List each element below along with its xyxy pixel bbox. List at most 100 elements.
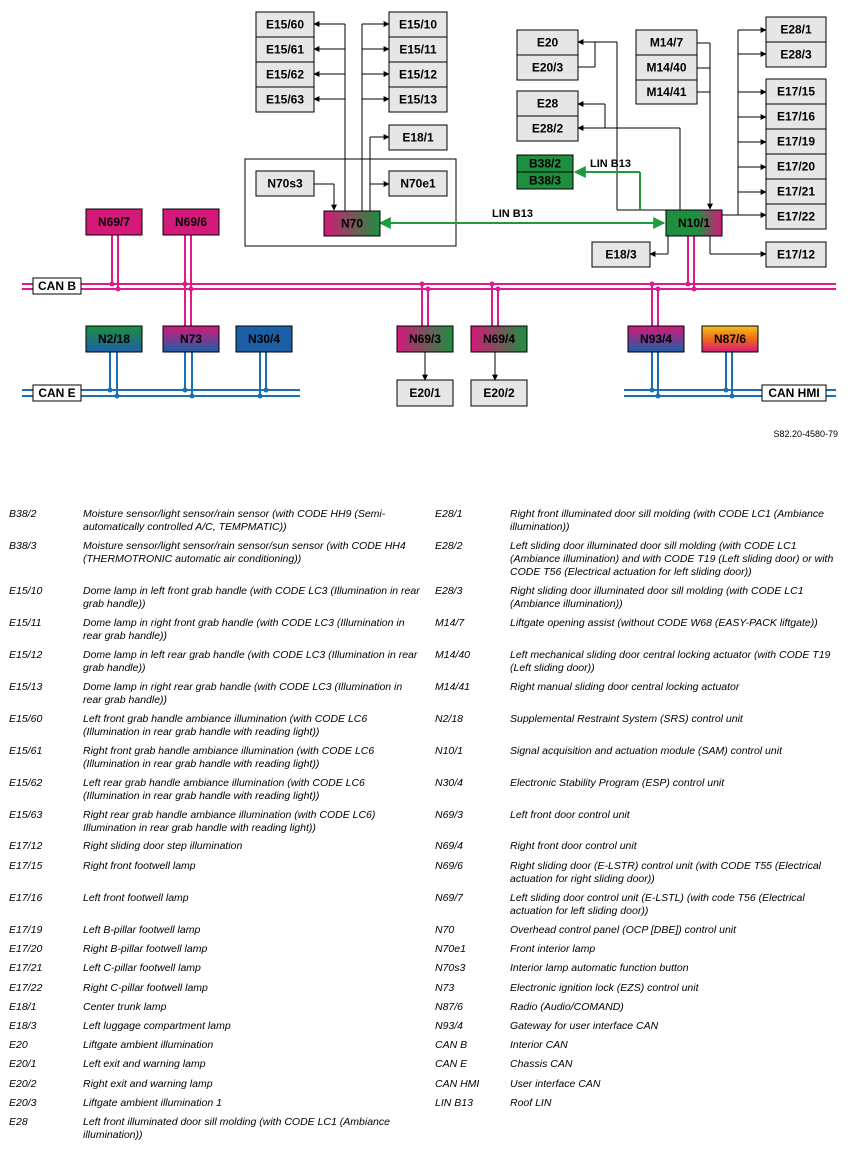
component-n69-4: N69/4	[470, 325, 528, 353]
component-box	[765, 128, 827, 155]
component-label: E20/2	[483, 386, 515, 400]
legend-description: Center trunk lamp	[83, 1001, 167, 1013]
component-label: N69/4	[483, 332, 515, 346]
component-label: N69/3	[409, 332, 441, 346]
component-label: B38/2	[529, 157, 561, 171]
legend-code: E28/2	[435, 540, 463, 552]
legend-description: Right manual sliding door central lockin…	[510, 681, 740, 693]
legend-description: Liftgate ambient illumination	[83, 1039, 214, 1051]
legend-code: E28/1	[435, 508, 463, 520]
can-b-dots	[109, 281, 697, 292]
component-label: B38/3	[529, 174, 561, 188]
component-box	[765, 16, 827, 43]
component-e17-19: E17/19	[765, 128, 827, 155]
legend-description: Left sliding door control unit (E-LSTL) …	[510, 892, 805, 917]
component-label: N30/4	[248, 332, 280, 346]
component-box	[162, 208, 220, 236]
component-label: N73	[180, 332, 202, 346]
legend-description: Left sliding door illuminated door sill …	[510, 540, 834, 578]
wiring-lines	[313, 21, 767, 381]
component-box	[765, 241, 827, 268]
component-label: E17/16	[777, 110, 815, 124]
component-box	[765, 78, 827, 105]
legend-code: N87/6	[435, 1001, 464, 1013]
legend-code: E17/19	[9, 924, 43, 936]
legend-description: Electronic Stability Program (ESP) contr…	[510, 777, 725, 789]
component-label: M14/40	[646, 61, 686, 75]
legend-code: E28/3	[435, 585, 463, 597]
component-box	[235, 325, 293, 353]
legend-description: Overhead control panel (OCP [DBE]) contr…	[510, 924, 737, 936]
legend-code: E15/13	[9, 681, 43, 693]
legend-description: User interface CAN	[510, 1078, 601, 1090]
component-label: N93/4	[640, 332, 672, 346]
legend-description: Electronic ignition lock (EZS) control u…	[510, 982, 699, 994]
legend-code: E15/11	[9, 617, 42, 629]
legend-description: Roof LIN	[510, 1097, 552, 1109]
component-label: E17/15	[777, 85, 815, 99]
legend-description: Supplemental Restraint System (SRS) cont…	[510, 713, 743, 725]
legend-code: N2/18	[435, 713, 464, 725]
legend-code: E20/3	[9, 1097, 37, 1109]
component-label: E15/10	[399, 18, 437, 32]
component-box	[388, 36, 448, 63]
legend-description: Dome lamp in right front grab handle (wi…	[83, 617, 405, 642]
component-e17-21: E17/21	[765, 178, 827, 205]
component-e28: E28	[516, 90, 579, 117]
component-e20-3: E20/3	[516, 54, 579, 81]
component-box	[470, 379, 528, 407]
component-box	[255, 11, 315, 38]
component-label: E17/21	[777, 185, 815, 199]
legend-description: Right sliding door (E-LSTR) control unit…	[510, 860, 822, 885]
component-box	[255, 36, 315, 63]
component-e15-62: E15/62	[255, 61, 315, 88]
component-label: M14/41	[646, 85, 686, 99]
legend-code: N69/6	[435, 860, 464, 872]
legend-description: Right rear grab handle ambiance illumina…	[83, 809, 376, 834]
component-e15-12: E15/12	[388, 61, 448, 88]
legend-code: B38/3	[9, 540, 37, 552]
component-box	[516, 29, 579, 56]
component-box	[516, 54, 579, 81]
component-label: N2/18	[98, 332, 130, 346]
legend-code: N30/4	[435, 777, 464, 789]
component-n69-6: N69/6	[162, 208, 220, 236]
component-e17-16: E17/16	[765, 103, 827, 130]
lin-label-main: LIN B13	[492, 208, 533, 220]
component-box	[162, 325, 220, 353]
legend-code: N73	[435, 982, 455, 994]
legend-code: E18/1	[9, 1001, 37, 1013]
component-box	[85, 325, 143, 353]
can-hmi-label: CAN HMI	[768, 386, 819, 400]
legend-description: Gateway for user interface CAN	[510, 1020, 659, 1032]
component-box	[396, 379, 454, 407]
legend-description: Left C-pillar footwell lamp	[83, 962, 201, 974]
component-e20-2: E20/2	[470, 379, 528, 407]
component-box	[255, 61, 315, 88]
legend-code: E15/10	[9, 585, 43, 597]
bus-label-can-b: CAN B	[32, 277, 82, 295]
legend-description: Left luggage compartment lamp	[83, 1020, 231, 1032]
component-label: E28	[537, 97, 559, 111]
component-label: N70s3	[267, 177, 303, 191]
component-label: E17/22	[777, 210, 815, 224]
lin-label-sensor: LIN B13	[590, 158, 631, 170]
can-e-drops	[109, 352, 733, 396]
component-n10-1: N10/1	[665, 209, 723, 237]
legend-description: Right front door control unit	[510, 840, 637, 852]
component-label: E15/13	[399, 93, 437, 107]
component-e18-3: E18/3	[591, 241, 651, 268]
legend-description: Left B-pillar footwell lamp	[83, 924, 201, 936]
component-box	[255, 170, 315, 197]
can-b-label: CAN B	[38, 279, 76, 293]
component-n30-4: N30/4	[235, 325, 293, 353]
legend-code: E20	[9, 1039, 28, 1051]
n70-enclosure	[244, 158, 457, 247]
legend-description: Front interior lamp	[510, 943, 596, 955]
legend-code: N69/7	[435, 892, 464, 904]
component-n70s3: N70s3	[255, 170, 315, 197]
component-box	[591, 241, 651, 268]
legend-code: N70s3	[435, 962, 466, 974]
component-e15-60: E15/60	[255, 11, 315, 38]
